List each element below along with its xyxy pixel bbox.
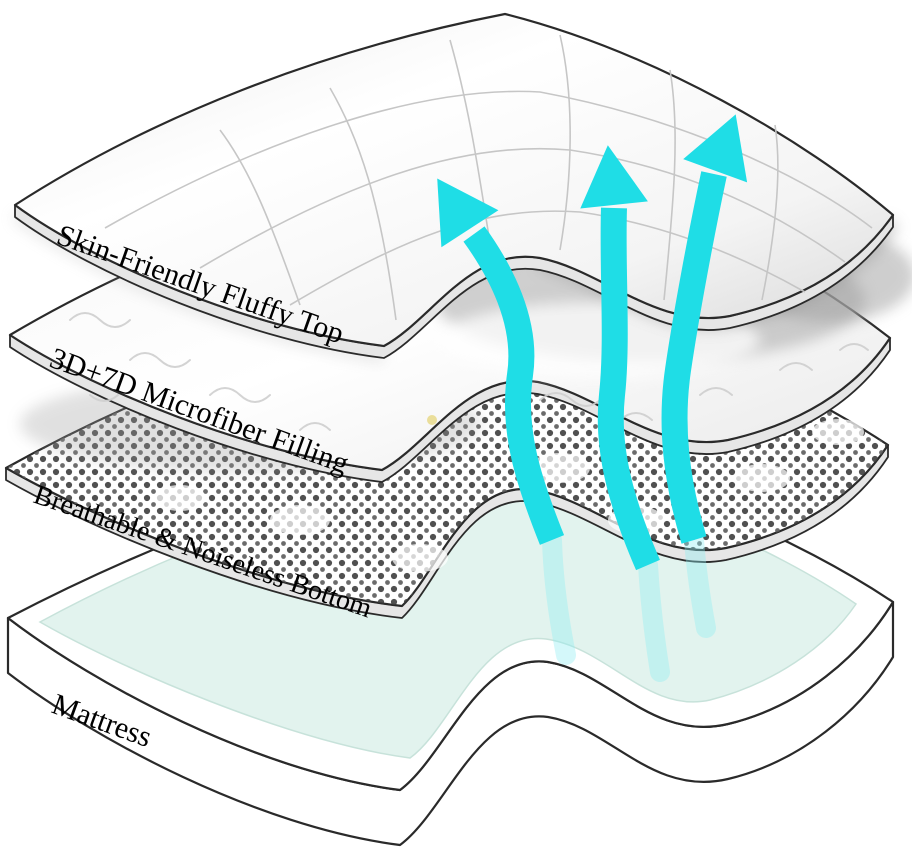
airflow-arrows-faded: [542, 530, 716, 682]
top-sheet-quilting: [104, 34, 873, 321]
filling-fluff-texture: [69, 312, 869, 431]
arrow-shaft: [597, 207, 660, 571]
airflow-up-arrow-icon: [542, 530, 576, 665]
airflow-up-arrow-icon: [661, 114, 748, 544]
airflow-arrows: [437, 114, 748, 571]
airflow-up-arrow-icon: [638, 555, 670, 682]
arrow-head: [580, 145, 648, 209]
fiber-fleck: [427, 415, 437, 425]
airflow-up-arrow-icon: [684, 530, 716, 638]
airflow-up-arrow-icon: [580, 145, 660, 571]
arrow-head: [437, 178, 499, 248]
arrow-shaft: [463, 226, 565, 545]
arrow-shaft: [661, 171, 727, 544]
airflow-up-arrow-icon: [437, 178, 565, 545]
arrow-head: [683, 114, 748, 183]
